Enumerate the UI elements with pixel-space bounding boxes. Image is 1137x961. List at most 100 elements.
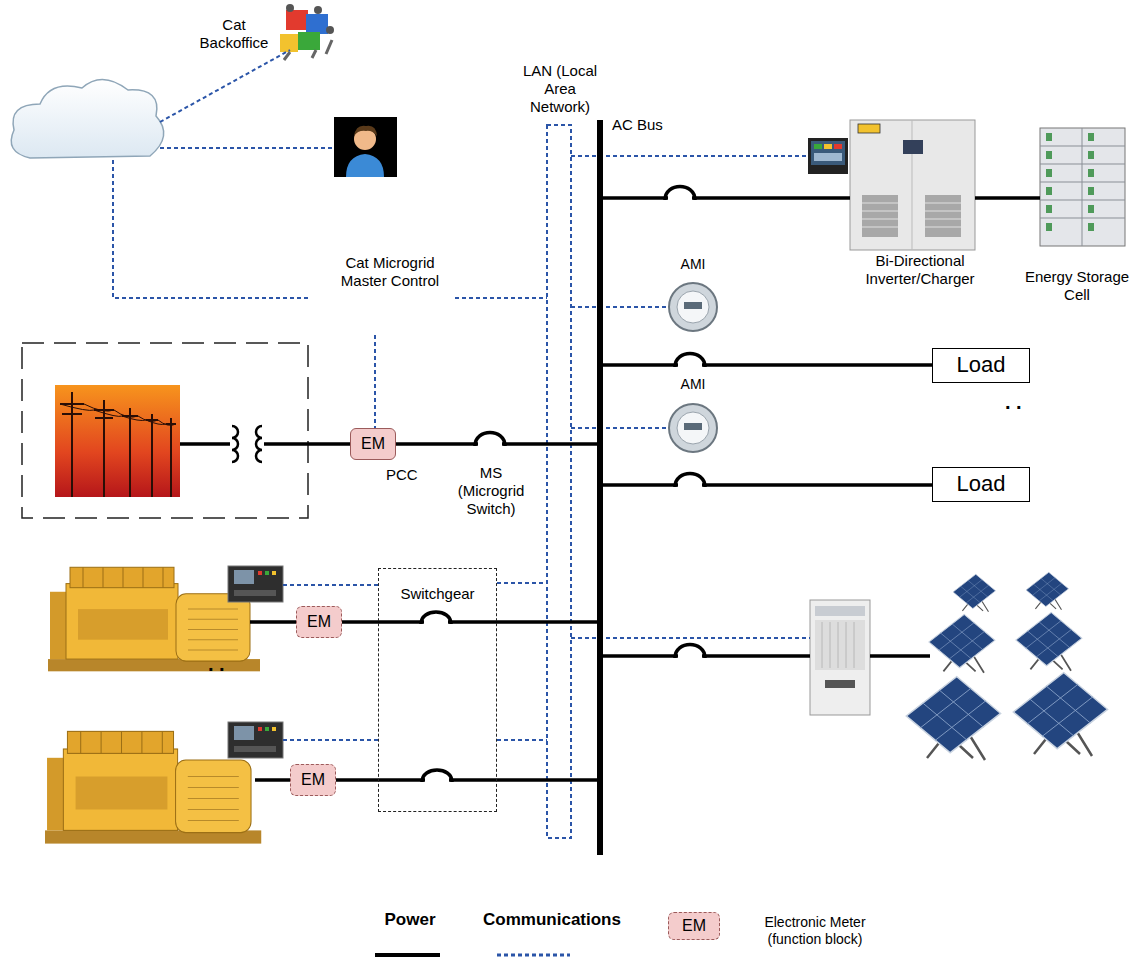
backoffice-icon bbox=[306, 14, 328, 34]
load-box: Load bbox=[932, 467, 1030, 502]
meter-icon bbox=[684, 302, 702, 309]
control-panel-icon bbox=[234, 590, 276, 596]
transformer-symbol bbox=[232, 426, 262, 462]
diagram-label: MS (Microgrid Switch) bbox=[450, 464, 532, 518]
touchscreen-icon bbox=[824, 144, 832, 149]
generator-illustration bbox=[83, 567, 163, 587]
diagram-label: LAN (Local Area Network) bbox=[518, 62, 602, 116]
solar-inverter bbox=[815, 620, 865, 670]
control-panel-icon bbox=[234, 726, 254, 740]
solar-panels bbox=[906, 677, 1000, 760]
node-text: EM bbox=[361, 434, 385, 453]
power-lines bbox=[600, 354, 932, 368]
generator-illustration bbox=[78, 609, 168, 640]
diagram-label: Bi-Directional Inverter/Charger bbox=[848, 252, 992, 288]
battery-rack bbox=[1046, 151, 1052, 159]
solar-panels bbox=[1013, 673, 1107, 756]
battery-rack bbox=[1088, 187, 1094, 195]
user-icon bbox=[334, 117, 397, 177]
communication-lines bbox=[113, 50, 810, 838]
switchgear-box: Switchgear bbox=[378, 568, 497, 812]
generator-illustration bbox=[66, 584, 178, 659]
legend-text: Power bbox=[368, 910, 452, 930]
backoffice-icon bbox=[326, 26, 334, 34]
solar-panels bbox=[929, 614, 995, 672]
inverter-cabinet bbox=[912, 120, 913, 250]
touchscreen-icon bbox=[808, 138, 848, 174]
solar-inverter bbox=[822, 622, 854, 668]
meter-icon bbox=[669, 283, 717, 331]
backoffice-icon bbox=[280, 34, 298, 52]
generator-illustration bbox=[50, 592, 68, 659]
battery-rack bbox=[1088, 169, 1094, 177]
user-icon bbox=[354, 126, 377, 136]
diagram-label: PCC bbox=[386, 466, 418, 484]
backoffice-icon bbox=[298, 32, 320, 50]
battery-rack bbox=[1046, 205, 1052, 213]
meter-box: EM bbox=[350, 428, 396, 460]
solar-inverter bbox=[825, 680, 855, 688]
backoffice-icon bbox=[284, 40, 332, 60]
control-panel-icon bbox=[272, 571, 276, 575]
control-panel-icon bbox=[228, 566, 283, 758]
control-panel-icon bbox=[258, 571, 262, 575]
control-panel-icon bbox=[258, 727, 262, 731]
battery-rack bbox=[1046, 133, 1094, 231]
generator-illustration bbox=[63, 749, 177, 830]
legend-text: Electronic Meter (function block) bbox=[740, 914, 890, 948]
utility-grid-region bbox=[22, 343, 308, 518]
touchscreen-icon bbox=[808, 138, 848, 174]
control-panel-icon bbox=[265, 727, 269, 731]
backoffice-icon bbox=[286, 10, 308, 30]
communication-lines bbox=[374, 335, 376, 428]
solar-inverter bbox=[810, 600, 870, 715]
communication-lines bbox=[283, 739, 547, 741]
battery-rack bbox=[1046, 133, 1052, 141]
power-connector bbox=[336, 778, 378, 782]
utility-grid-region bbox=[166, 418, 176, 497]
user-icon bbox=[334, 117, 397, 177]
node-text: Switchgear bbox=[400, 585, 474, 603]
meter-icon bbox=[669, 283, 717, 452]
cloud-icon bbox=[11, 79, 163, 158]
generator-illustration bbox=[176, 760, 251, 833]
utility-grid-region bbox=[22, 343, 308, 518]
generator-illustration bbox=[176, 594, 250, 661]
diagram-label: Cat Backoffice bbox=[190, 16, 278, 52]
battery-rack bbox=[1088, 205, 1094, 213]
communication-lines bbox=[571, 306, 669, 308]
meter-box: EM bbox=[290, 764, 336, 796]
inverter-cabinet bbox=[862, 195, 898, 237]
solar-panels bbox=[1016, 612, 1082, 670]
utility-grid-region bbox=[84, 404, 176, 425]
battery-rack bbox=[1088, 223, 1094, 231]
communication-lines bbox=[455, 297, 547, 299]
battery-rack bbox=[1088, 133, 1094, 141]
control-panel-icon bbox=[228, 566, 283, 602]
legend-samples bbox=[375, 955, 570, 956]
battery-rack bbox=[1040, 128, 1125, 246]
power-lines bbox=[975, 196, 1040, 200]
node-text: EM bbox=[301, 770, 325, 789]
control-panel-icon bbox=[272, 727, 276, 731]
diagram-label: Energy Storage Cell bbox=[1022, 268, 1132, 304]
power-lines bbox=[180, 187, 1040, 783]
transformer-symbol bbox=[256, 426, 262, 462]
communication-lines bbox=[571, 155, 808, 157]
diagram-label: AMI bbox=[668, 376, 718, 393]
communication-lines bbox=[571, 427, 669, 429]
communication-lines bbox=[113, 160, 308, 298]
solar-panels bbox=[906, 572, 1107, 760]
solar-panels bbox=[1026, 572, 1068, 610]
power-connector bbox=[342, 620, 378, 624]
battery-rack bbox=[1046, 187, 1052, 195]
utility-grid-region bbox=[60, 392, 176, 497]
communication-lines bbox=[160, 50, 290, 122]
power-lines bbox=[600, 474, 932, 488]
control-panel-icon bbox=[228, 722, 283, 758]
generator-illustration bbox=[67, 731, 173, 753]
node-text: Load bbox=[957, 352, 1006, 378]
communication-lines bbox=[571, 637, 810, 639]
battery-rack bbox=[1040, 128, 1125, 246]
control-panel-icon bbox=[234, 570, 254, 584]
